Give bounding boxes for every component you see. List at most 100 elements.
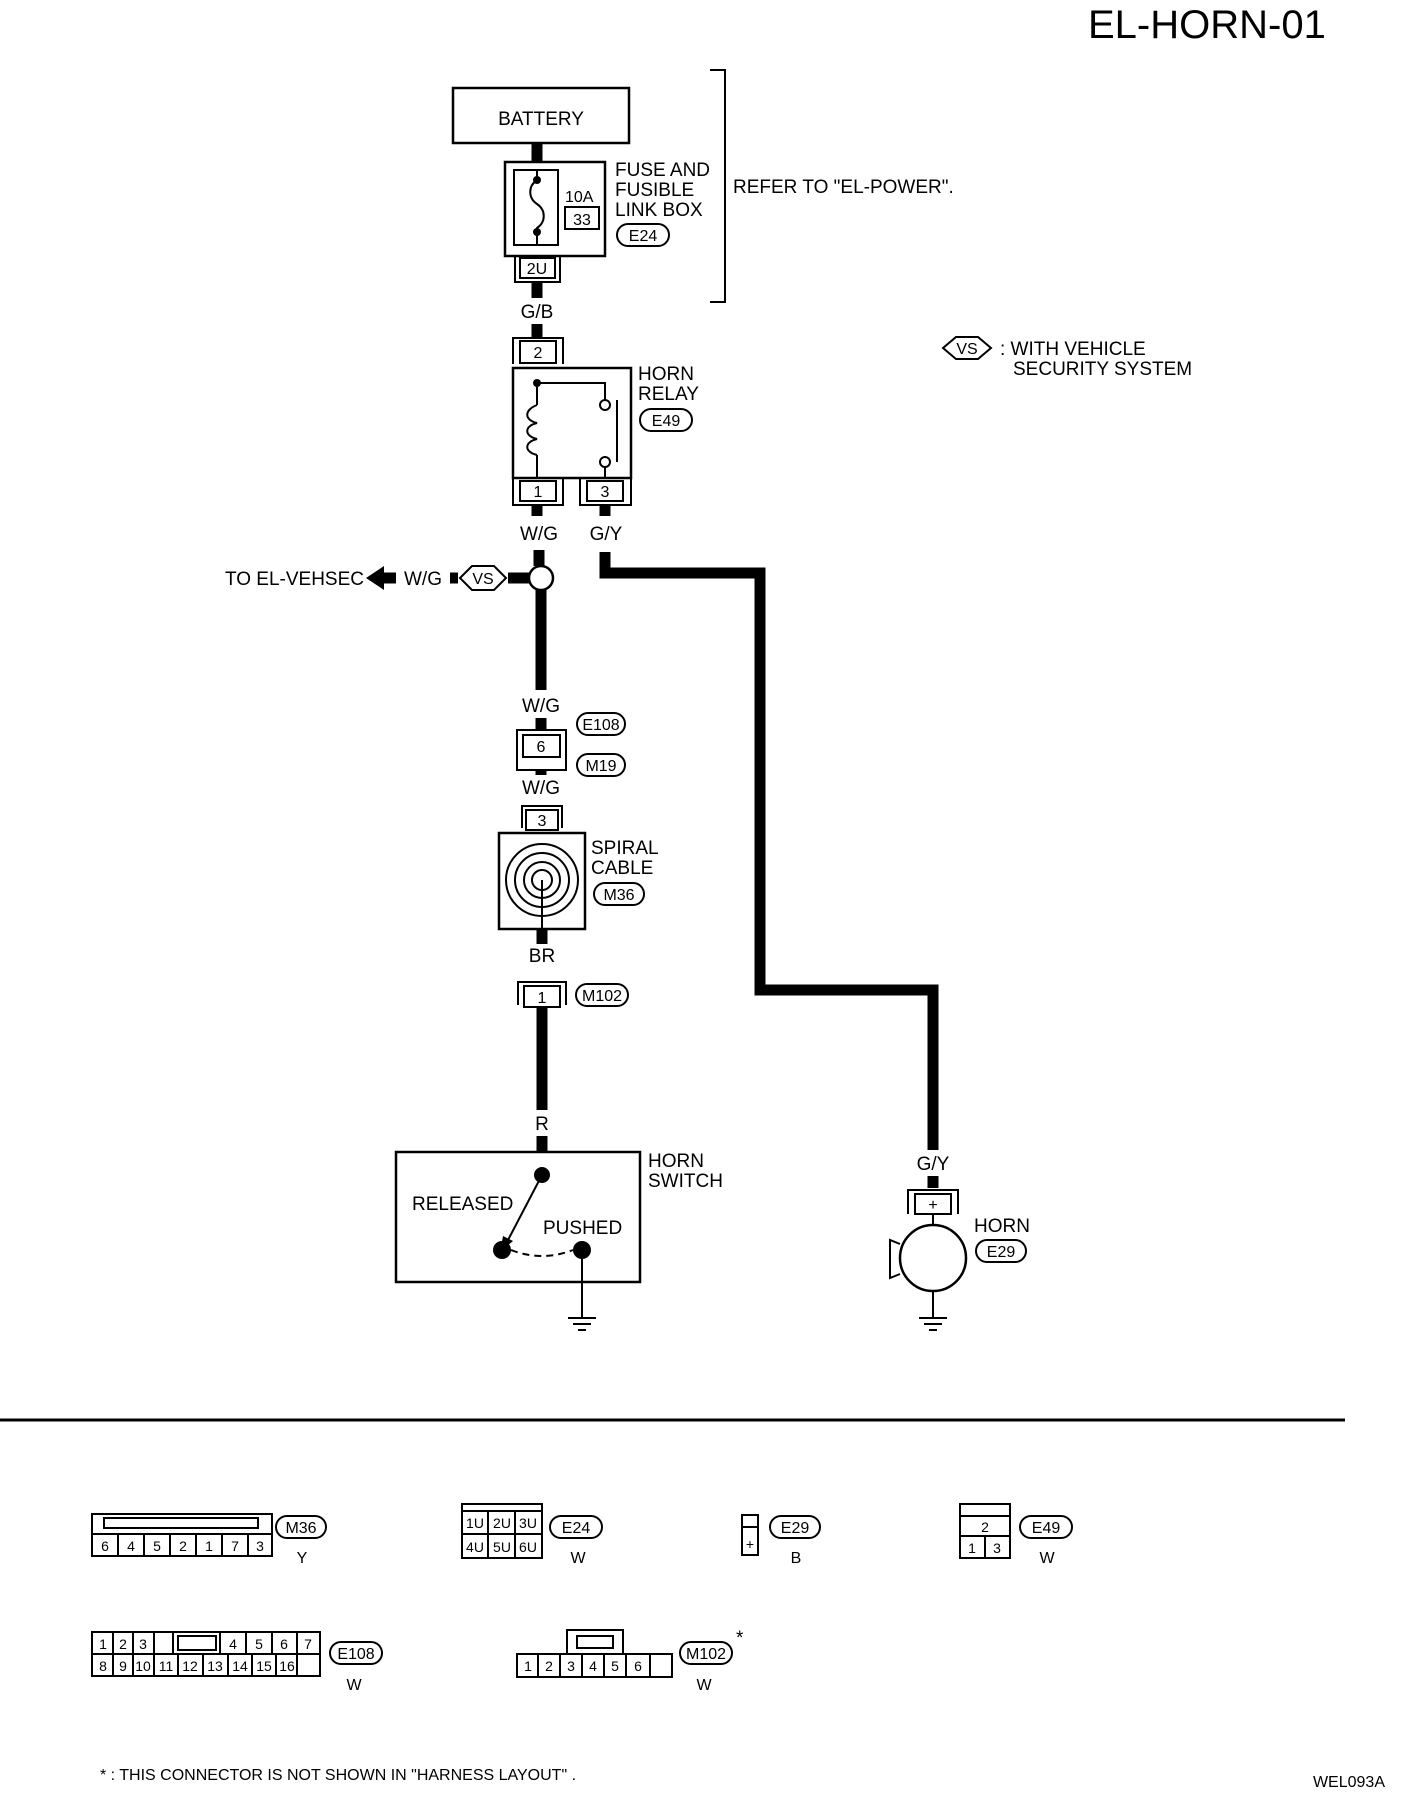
e108-pin: 8 [99,1658,107,1674]
wire-label-gy-2: G/Y [917,1154,950,1175]
horn-pin: + [928,1197,937,1214]
footer-code: WEL093A [1313,1774,1385,1791]
connector-view-e29: + E29 B [741,1514,821,1567]
spiral-pin-box [525,809,559,831]
joint-connector-pin: 6 [537,739,546,756]
relay-pin2-frame [512,337,564,364]
wire-label-gb: G/B [521,302,554,323]
fuse-terminal-bottom [533,228,541,236]
vs-legend-line2: SECURITY SYSTEM [1013,359,1192,380]
splice-point [527,564,555,592]
wire-label-wg-1: W/G [520,524,558,545]
e108-pin: 15 [256,1658,272,1674]
relay-coil-icon [526,404,538,456]
e108-pin: 13 [207,1658,223,1674]
m102-view-star: * [736,1628,744,1649]
e49-pin: 2 [981,1519,989,1535]
ground-icon [568,1317,596,1331]
switch-released-label: RELEASED [412,1194,513,1215]
m36-color: Y [297,1550,308,1567]
relay-contact [599,399,611,411]
m36-pin: 1 [205,1538,213,1554]
vs-legend-tag-text: VS [956,341,977,358]
connector-badge-e49 [639,408,693,432]
relay-pin3-box [586,480,624,502]
e108-pin: 9 [119,1658,127,1674]
e108-pin: 5 [255,1636,263,1652]
connector-badge-e29 [975,1239,1027,1263]
m102-pin: 1 [538,990,547,1007]
relay-pin-top: 2 [534,345,543,362]
m36-pin: 5 [153,1538,161,1554]
m36-pin: 4 [127,1538,135,1554]
joint-connector-bottom: M19 [585,758,616,775]
horn-switch-title-2: SWITCH [648,1171,723,1192]
joint-connector-frame [516,729,567,757]
e24-pin: 3U [519,1515,537,1531]
m36-pin: 3 [256,1538,264,1554]
m36-pin: 7 [231,1538,239,1554]
joint-connector-top: E108 [582,717,619,734]
horn-icon [889,1223,968,1293]
fuse-terminal-top [533,176,541,184]
relay-pin1-box [519,480,557,502]
e49-name: E49 [1032,1520,1061,1537]
e49-pin: 1 [968,1540,976,1556]
e29-color: B [791,1550,802,1567]
e24-pin: 6U [519,1539,537,1555]
m102-pin-frame [517,981,567,1005]
connector-badge-e24 [616,223,670,247]
ground-icon [919,1317,947,1331]
switch-lever [507,1174,543,1241]
wire-label-wg-3: W/G [522,778,560,799]
connector-view-e108: 1 2 3 4 5 6 7 8 9 10 11 12 13 14 15 16 E… [91,1631,383,1694]
horn-switch-box [394,1150,642,1284]
connector-view-m36: 6 4 5 2 1 7 3 M36 Y [91,1513,327,1567]
wire-label-wg-2: W/G [522,696,560,717]
switch-released-terminal [493,1241,511,1259]
e108-pin: 6 [280,1636,288,1652]
footnote: * : THIS CONNECTOR IS NOT SHOWN IN "HARN… [100,1767,576,1784]
e49-pin: 3 [993,1540,1001,1556]
refer-note: REFER TO "EL-POWER". [733,177,954,198]
relay-connector: E49 [652,413,681,430]
e49-color: W [1039,1550,1055,1567]
relay-title-1: HORN [638,364,694,385]
spiral-pin: 3 [538,813,547,830]
horn-switch-title-1: HORN [648,1151,704,1172]
e108-pin: 1 [99,1636,107,1652]
e24-pin: 5U [493,1539,511,1555]
m102-view-pin: 4 [589,1658,597,1674]
switch-pushed-path [510,1249,574,1257]
joint-connector-frame-b [516,757,567,771]
relay-pin-right: 3 [601,484,610,501]
arrow-left-icon [366,566,384,590]
e108-pin: 4 [229,1636,237,1652]
e108-pin: 16 [279,1658,295,1674]
horn-pin-frame [907,1189,959,1214]
power-bracket [710,69,726,303]
e108-color: W [346,1677,362,1694]
e108-pin: 7 [304,1636,312,1652]
m102-view-pin: 2 [545,1658,553,1674]
spiral-connector: M36 [603,887,634,904]
vs-branch-tag-text: VS [472,571,493,588]
m102-view-color: W [696,1677,712,1694]
relay-pin2-box [519,340,557,364]
relay-pin-left: 1 [534,484,543,501]
m36-name: M36 [285,1520,316,1537]
wire-gy-to-horn [599,552,939,1150]
m102-view-pin: 6 [634,1658,642,1674]
connector-view-e49: 2 1 3 E49 W [959,1503,1073,1567]
connector-badge-e108 [576,712,626,736]
m102-view-pin: 3 [567,1658,575,1674]
e24-name: E24 [562,1520,591,1537]
vs-legend-tag [941,336,993,360]
e108-pin: 10 [135,1658,151,1674]
terminal-2u: 2U [527,261,547,278]
fuse-number-box [564,206,600,230]
horn-connector: E29 [987,1244,1016,1261]
fuse-box-title-1: FUSE AND [615,160,710,181]
e108-pin: 12 [182,1658,198,1674]
